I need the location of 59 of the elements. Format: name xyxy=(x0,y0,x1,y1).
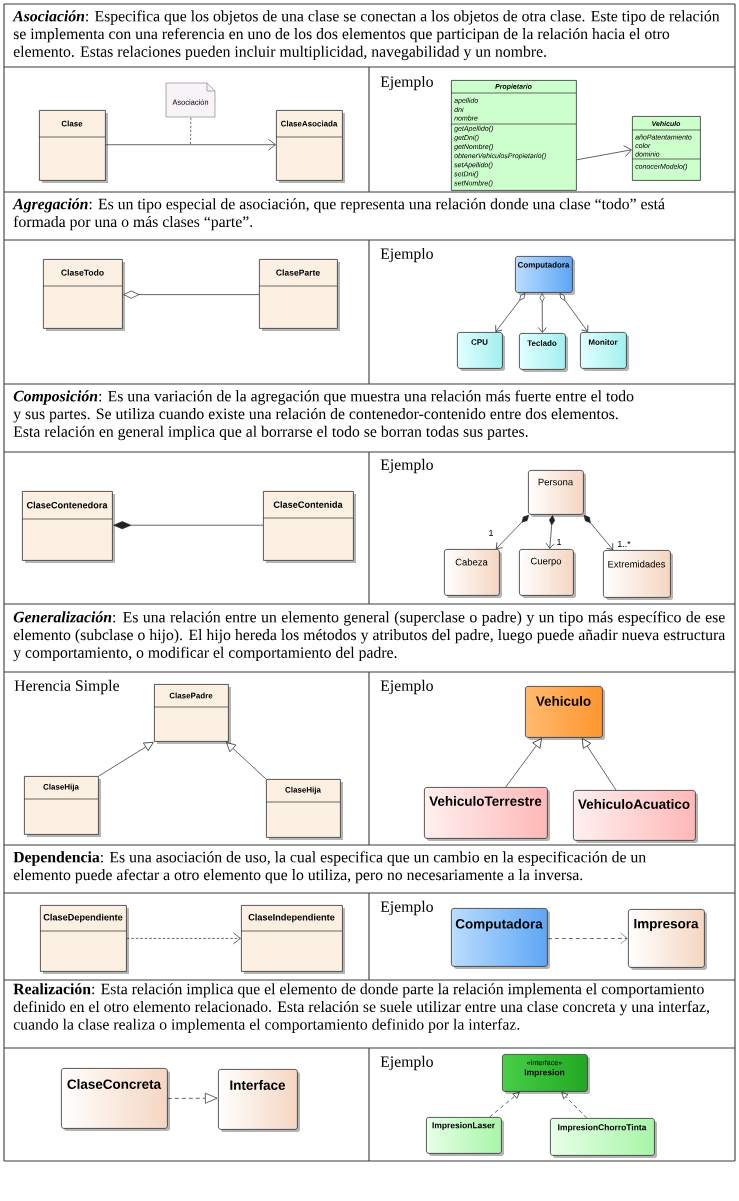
class-box: ImpresionLaser xyxy=(426,1117,504,1156)
class-box: VehiculoAcuatico xyxy=(573,790,698,843)
association-arrow xyxy=(576,145,632,161)
class-box: Persona xyxy=(528,470,586,517)
class-box: Computadora xyxy=(451,908,550,969)
class-box: Extremidades xyxy=(603,550,673,600)
aggregation-arrow xyxy=(495,293,526,332)
subheading: Herencia Simple xyxy=(14,679,119,695)
association-arrow xyxy=(105,138,276,151)
leader-line xyxy=(190,117,192,145)
class-box: Impresora xyxy=(628,909,707,970)
class-box: ClaseContenedora xyxy=(21,491,115,563)
class-box: Cabeza xyxy=(444,549,502,598)
aggregation-arrow xyxy=(559,293,589,332)
generalization-arrow xyxy=(226,742,267,780)
description-text: Generalización: Es una relación entre un elemento general (superclase o padre) y un tipo más específico de ese elemento (subclase o hijo). El hijo hereda los métodos y atributos del padre, luego puede añadir nueva estructura y comportamiento, o modificar el comportamiento del padre. xyxy=(13,611,726,662)
class-box: ClaseConcreta xyxy=(61,1068,170,1131)
generalization-arrow xyxy=(581,738,617,791)
composition-arrow xyxy=(495,515,529,549)
class-box: ClaseDependiente xyxy=(39,905,129,974)
example-heading: Ejemplo xyxy=(380,1055,433,1071)
dependency-arrow xyxy=(126,932,241,945)
class-box: VehiculoTerrestre xyxy=(424,787,550,841)
class-box: ClaseTodo xyxy=(42,259,125,331)
description-text: Dependencia: Es una asociación de uso, la cual especifica que un cambio en la especificación de un elemento puede afectar a otro elemento que lo utiliza, pero no necesariamente a la inversa. xyxy=(13,851,646,884)
class-name: Impresion xyxy=(524,1069,565,1077)
composition-arrow xyxy=(583,515,614,550)
aggregation-line xyxy=(123,290,260,299)
example-heading: Ejemplo xyxy=(380,900,433,916)
example-heading: Ejemplo xyxy=(380,679,433,695)
example-heading: Ejemplo xyxy=(380,75,433,91)
composition-line xyxy=(113,521,264,530)
interface-box xyxy=(502,1054,590,1094)
generalization-arrow xyxy=(505,738,542,788)
realization-arrow xyxy=(561,1092,588,1119)
aggregation-arrow xyxy=(538,293,547,333)
class-box xyxy=(450,80,577,191)
realization-arrow xyxy=(489,1091,520,1118)
class-box: Vehiculo xyxy=(525,686,605,740)
class-box: ImpresionChorroTinta xyxy=(550,1118,657,1158)
class-box xyxy=(631,116,701,181)
class-box: ClaseIndependiente xyxy=(240,905,345,974)
class-box: ClaseParte xyxy=(258,259,340,331)
multiplicity-label: 1 xyxy=(487,529,495,537)
example-heading: Ejemplo xyxy=(380,458,433,474)
multiplicity-label: 1..* xyxy=(616,540,632,548)
description-text: Composición: Es una variación de la agregación que muestra una relación más fuerte entre el todo y sus partes. Se utiliza cuando existe una relación de contenedor-contenido entre dos elementos. Esta relación en general implica que al borrarse el todo se borran todas sus partes. xyxy=(13,390,634,441)
dependency-arrow xyxy=(547,932,628,945)
class-box: ClaseContenida xyxy=(262,491,356,563)
description-text: Agregación: Es un tipo especial de asociación, que representa una relación donde una clase “todo” está formada por una o más clases “parte”. xyxy=(12,198,665,231)
composition-arrow xyxy=(545,515,556,549)
realization-arrow xyxy=(167,1092,218,1104)
class-box: Cuerpo xyxy=(519,549,576,598)
generalization-arrow xyxy=(98,741,154,777)
description-text: Realización: Esta relación implica que el elemento de donde parte la relación implementa el comportamiento definido en el otro elemento relacionado. Esta relación se suele utilizar entre una clase concreta y una interfaz, cuando la clase realiza o implementa el comportamiento definido por la interfaz. xyxy=(13,983,709,1033)
description-text: Asociación: Especifica que los objetos de una clase se conectan a los objetos de otra clase. Este tipo de relación se implementa con una referencia en uno de los dos elementos que participan de la relación hacia el otro elemento. Estas relaciones pueden incluir multiplicidad, navegabilidad y un nombre. xyxy=(12,10,720,61)
example-heading: Ejemplo xyxy=(380,247,433,263)
multiplicity-label: 1 xyxy=(555,538,563,546)
class-box: Interface xyxy=(218,1069,300,1132)
